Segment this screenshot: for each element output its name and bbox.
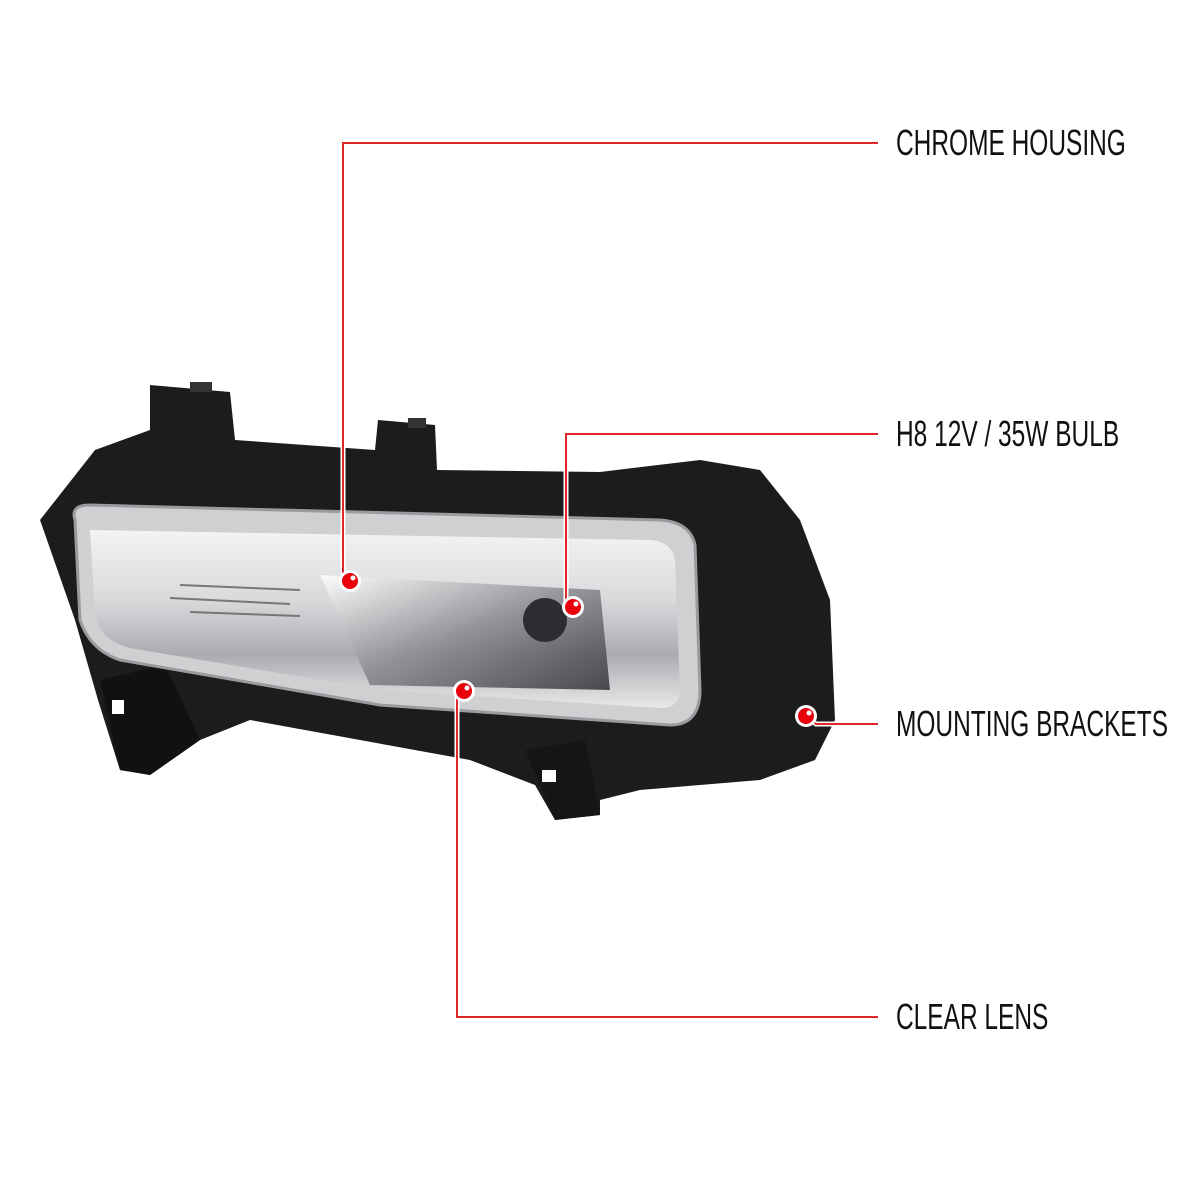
- callout-dots: [339, 570, 817, 727]
- clear-lens-shape: [72, 503, 702, 727]
- bulb-leader-line: [565, 433, 878, 606]
- bulb-label: H8 12V / 35W BULB: [896, 413, 1120, 454]
- clear-lens-leader-line: [456, 690, 878, 1018]
- chrome-housing-dot: [339, 570, 361, 592]
- mounting-brackets-label: MOUNTING BRACKETS: [896, 703, 1169, 744]
- chrome-housing-leader-line: [342, 142, 878, 580]
- bulb-dot: [562, 596, 584, 618]
- clear-lens-dot: [453, 680, 475, 702]
- clear-lens-label: CLEAR LENS: [896, 996, 1049, 1037]
- chrome-housing-label: CHROME HOUSING: [896, 122, 1126, 163]
- callout-lines: [340, 140, 878, 1020]
- mounting-brackets-dot: [795, 705, 817, 727]
